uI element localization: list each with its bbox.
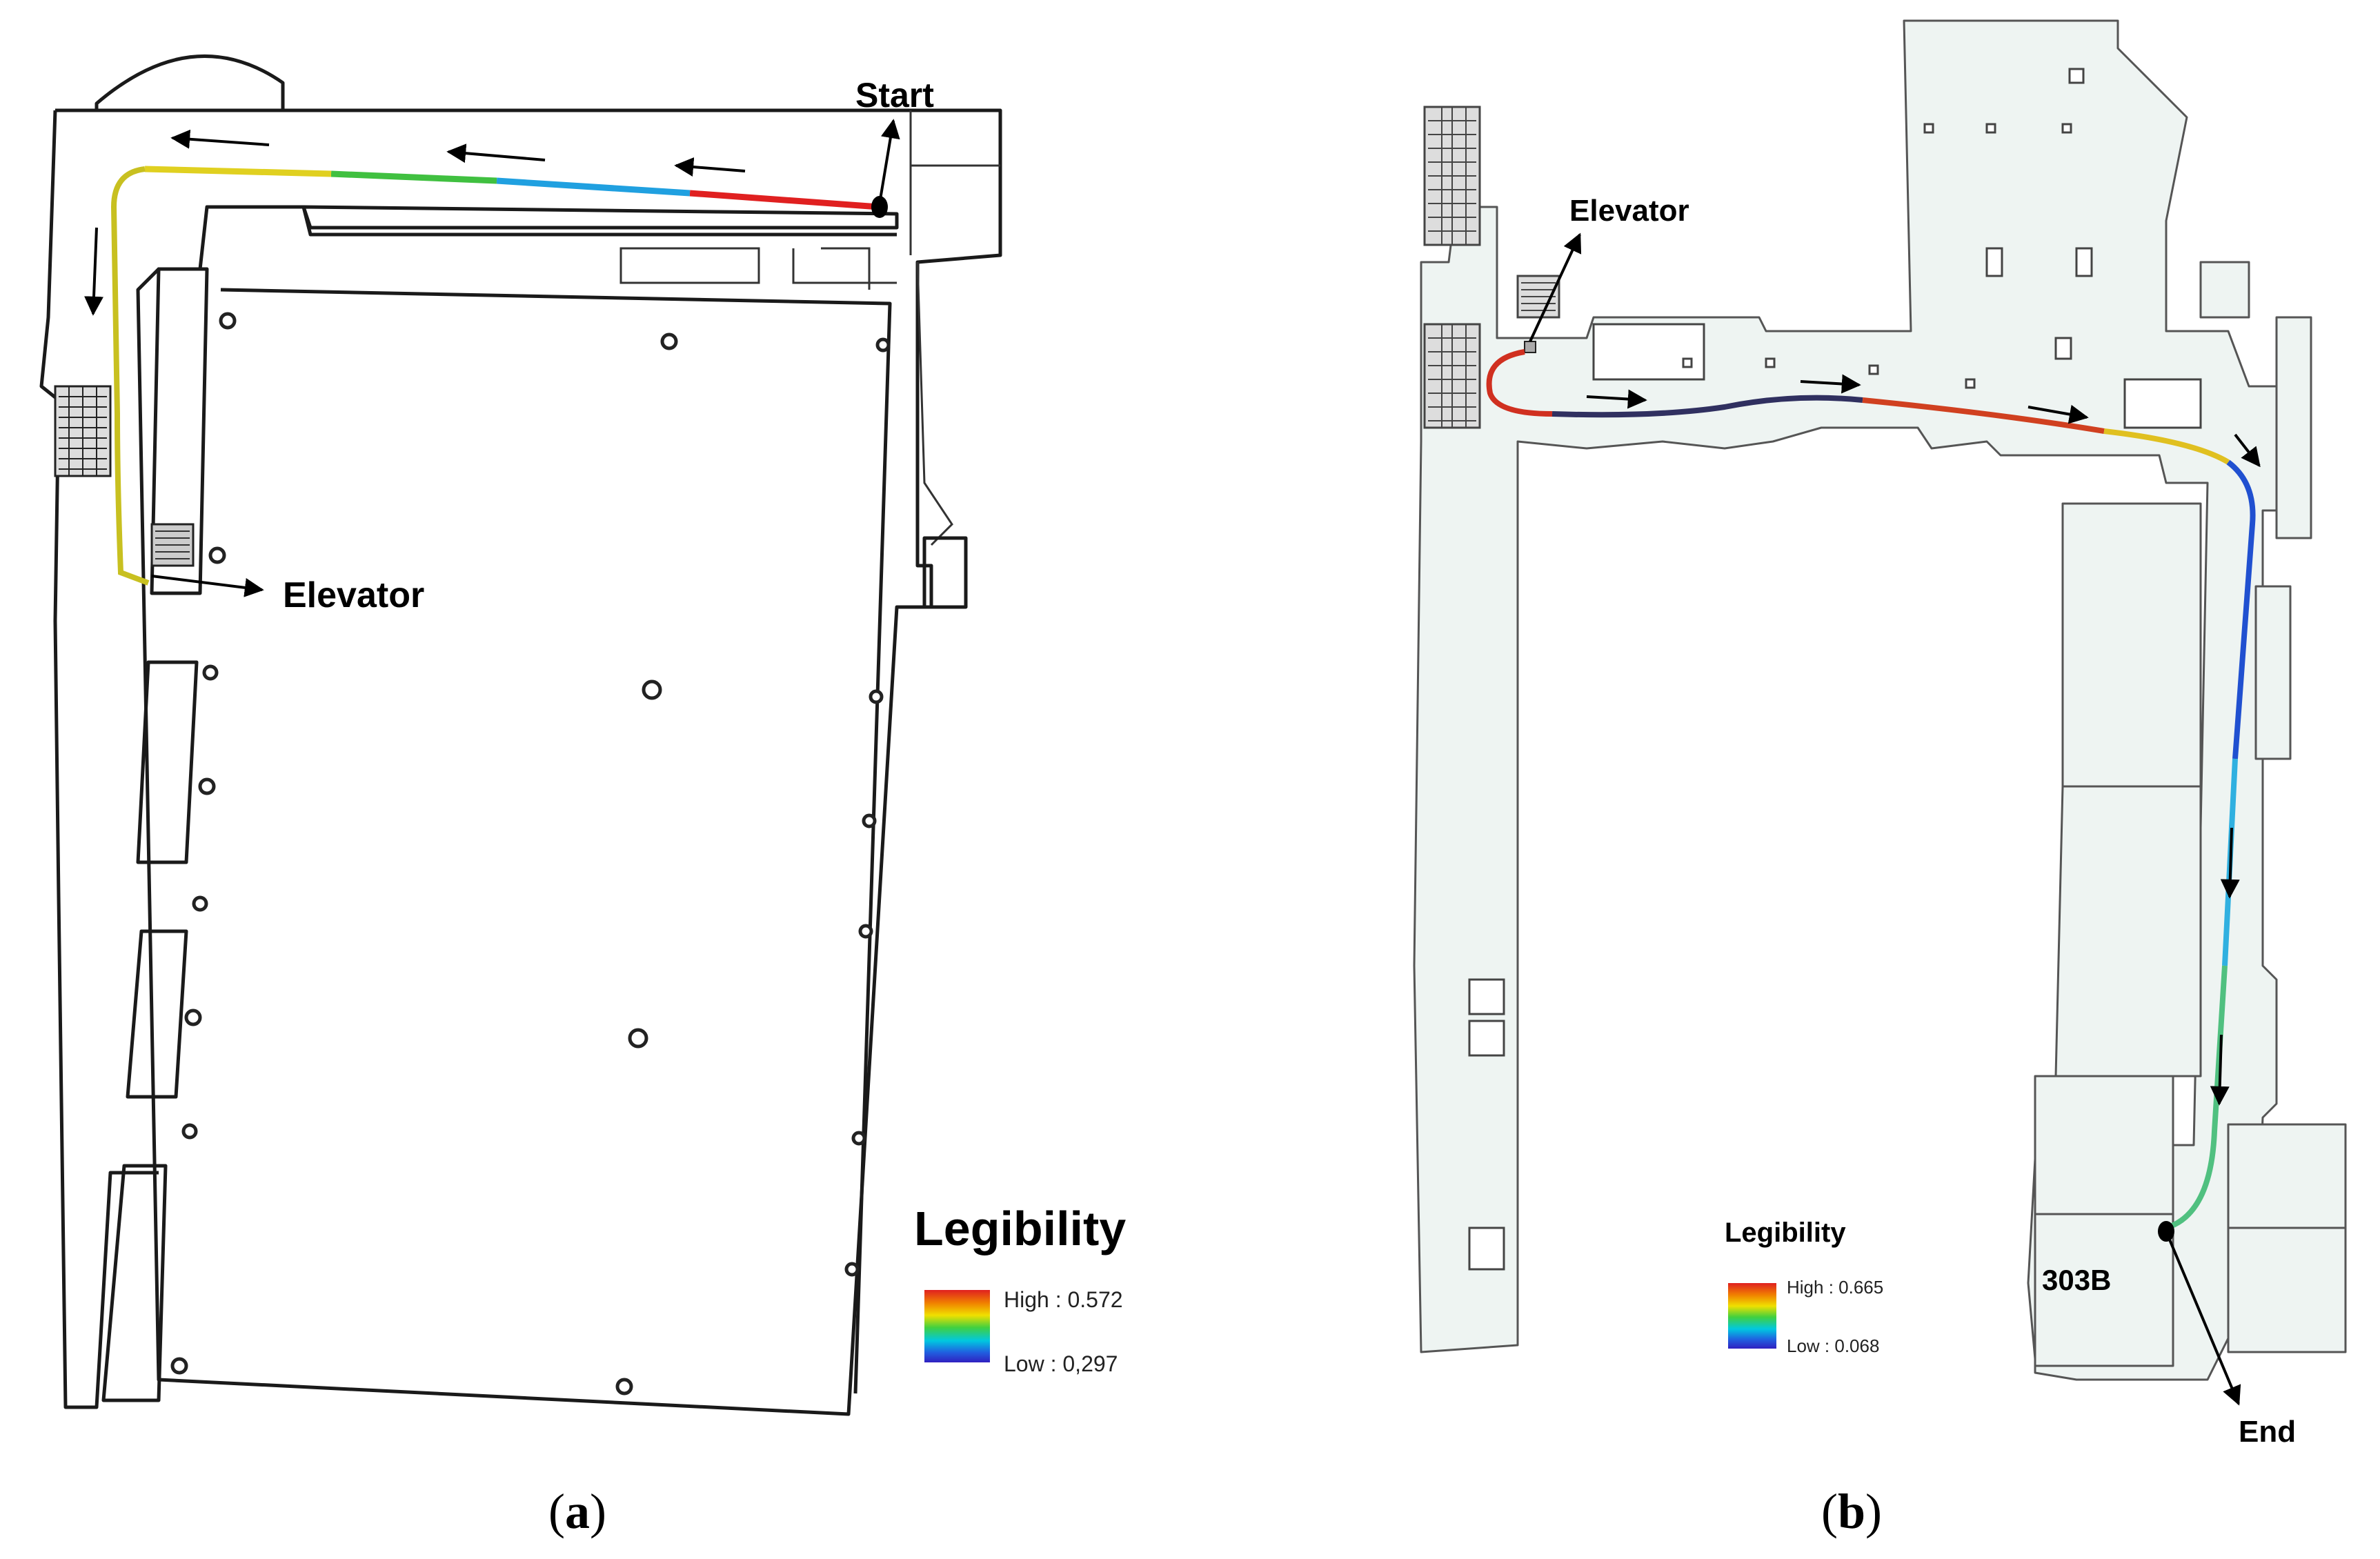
panel-b: Elevator End 303B Legibility High : 0.66…: [1413, 19, 2347, 1449]
end-label: End: [2239, 1415, 2296, 1449]
end-pointer: [2166, 1234, 2241, 1406]
elevator-box-a: [150, 523, 195, 567]
legend-gradient-b: [1728, 1283, 1776, 1349]
elevator-pointer-b: [1529, 232, 1582, 342]
panel-a: Start Elevator Legibility High : 0.572 L…: [39, 54, 1126, 1416]
start-label: Start: [855, 76, 934, 115]
legend-high-b: High : 0.665: [1787, 1277, 1883, 1298]
room-label: 303B: [2042, 1264, 2111, 1296]
elevator-label-b: Elevator: [1569, 194, 1689, 228]
stairs-a: [54, 385, 112, 477]
elevator-box-b: [1524, 341, 1536, 353]
start-pointer: [878, 119, 900, 204]
direction-arrows-a: [84, 129, 746, 316]
legend-b: Legibility High : 0.665 Low : 0.068: [1725, 1218, 1883, 1356]
fixtures-b: [1682, 68, 2093, 389]
stairs-b: [1423, 106, 1560, 429]
end-marker: [2158, 1221, 2174, 1242]
caption-a: (a): [548, 1484, 606, 1539]
legend-high-a: High : 0.572: [1004, 1287, 1123, 1312]
route-path-b: [1486, 349, 2256, 1231]
start-marker: [871, 196, 888, 218]
legend-a: Legibility High : 0.572 Low : 0,297: [914, 1202, 1126, 1376]
floor-plan-b: [1413, 19, 2347, 1381]
elevator-label-a: Elevator: [283, 575, 424, 615]
direction-arrows-b: [1586, 374, 2261, 1106]
legend-low-a: Low : 0,297: [1004, 1351, 1118, 1376]
pillars-a: [170, 312, 891, 1396]
legend-gradient-a: [924, 1290, 990, 1362]
legend-title-b: Legibility: [1725, 1218, 1846, 1248]
legend-low-b: Low : 0.068: [1787, 1335, 1879, 1356]
elevator-pointer-a: [151, 575, 264, 597]
legend-title-a: Legibility: [914, 1202, 1126, 1255]
caption-b: (b): [1821, 1484, 1883, 1539]
floor-plan-a: [39, 54, 1002, 1416]
route-path-a: [110, 166, 880, 586]
